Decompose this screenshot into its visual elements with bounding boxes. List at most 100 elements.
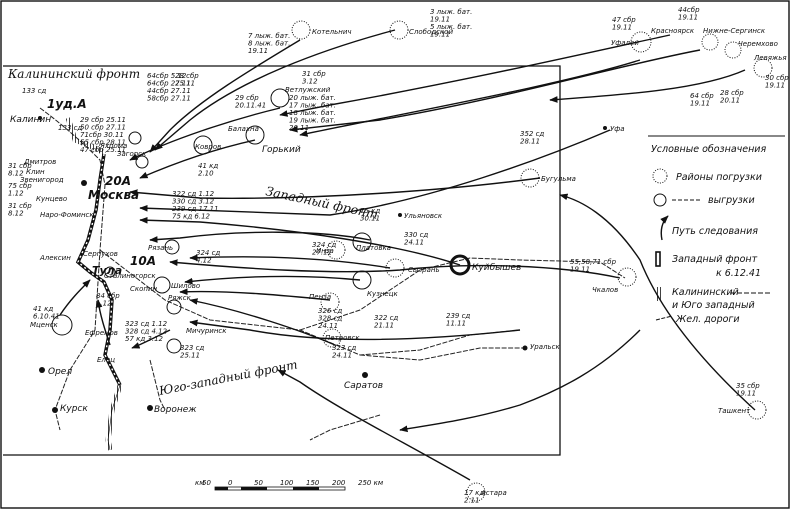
unit-label-kotelnich-2: 19.11 — [248, 47, 268, 55]
unit-label-top-group-1: 64сбр 27.11 — [147, 80, 191, 88]
unit-label-a1-list-3: 55 сбр 28.11 — [80, 139, 126, 147]
unit-label-slobodskoy-0: 3 лыж. бат. — [430, 8, 472, 16]
legend-item-western: Западный фронт — [672, 254, 758, 265]
unit-label-gorky-3: 19 лыж. бат. — [289, 117, 336, 125]
unit-label-efremov-d-0: 84 сбр — [96, 292, 120, 300]
army-label-1: 1уд.А — [47, 97, 87, 111]
unit-label-a10-list-0: 323 сд 1.12 — [125, 320, 168, 328]
city-efremov: Ефремов — [85, 329, 118, 337]
unit-label-top-group2-1: 25.11 — [175, 80, 195, 88]
unit-label-dmitrov-d-1: 8.12 — [8, 170, 24, 178]
city-kuntsevo: Кунцево — [36, 195, 67, 203]
unit-label-kalinin-d2-0: 133 сд — [58, 124, 82, 132]
unit-label-syzran-d-1: 24.11 — [404, 239, 424, 247]
city-kotelnich: Котельнич — [312, 28, 352, 36]
city-inza: Инза — [316, 247, 334, 255]
legend-item-kalinin: Калининский — [672, 287, 739, 298]
unit-label-petrovsk-d-0: 323 сд — [332, 344, 356, 352]
unit-label-kotelnich-0: 7 лыж. бат. — [248, 32, 290, 40]
city-ulyanovsk: Ульяновск — [404, 212, 443, 220]
unit-labels: 7 лыж. бат.8 лыж. бат.19.113 лыж. бат.19… — [8, 6, 789, 505]
city-petrovsk: Петровск — [325, 334, 360, 342]
unit-label-vetluzhsky-0: 31 сбр — [302, 70, 326, 78]
city-tashkent: Ташкент — [718, 407, 751, 415]
scale-tick-6: 250 км — [358, 479, 384, 487]
unit-label-a10-list-2: 57 кд 3.12 — [125, 335, 164, 343]
city-krasnoyarsk: Красноярск — [651, 27, 695, 35]
unit-label-inza-d-0: 324 сд — [312, 241, 336, 249]
city-skopin: Скопин — [130, 285, 158, 293]
unit-label-top-group-2: 44сбр 27.11 — [147, 87, 191, 95]
scale-tick-4: 150 — [306, 479, 320, 487]
army-label-20: 20А — [105, 174, 131, 188]
city-shilovo: Шилово — [171, 282, 200, 290]
unit-label-slobodskoy-1: 19.11 — [430, 16, 450, 24]
legend-item-rail: Жел. дороги — [675, 314, 740, 325]
city-nizhne: Нижне-Сергинск — [703, 27, 766, 35]
city-mtsensk: Мценск — [30, 321, 59, 329]
unit-label-levyazh-0: 30 сбр — [765, 74, 789, 82]
city-elets: Елец — [97, 356, 115, 364]
unit-label-vetluzhsky-1: 3.12 — [302, 78, 318, 86]
city-kalinin: Калинин — [10, 115, 51, 125]
unit-label-inza-d-1: 27.11 — [312, 249, 332, 257]
unit-label-tashkent-d-1: 19.11 — [736, 390, 756, 398]
city-labels: Калинин Москва Дмитров Клин Звенигород К… — [10, 27, 787, 497]
legend-item-date: к 6.12.41 — [716, 268, 761, 279]
unit-label-kuybyshev-d-0: 239 сд — [446, 312, 470, 320]
legend-kalinin-icon — [656, 287, 662, 301]
unit-label-top-group-3: 58сбр 27.11 — [147, 95, 191, 103]
city-ufa: Уфа — [610, 125, 625, 133]
unit-label-balakhna-1: 20.11.41 — [235, 102, 266, 110]
scale-tick-2: 50 — [254, 479, 263, 487]
front-label-southwestern: Юго-западный фронт — [157, 357, 299, 398]
city-kuznetsk: Кузнецк — [367, 290, 398, 298]
city-ryazhsk: Ряжск — [168, 294, 192, 302]
city-gorky: Горький — [262, 145, 301, 155]
city-michurinsk: Мичуринск — [186, 327, 227, 335]
city-astara: Астара — [480, 489, 507, 497]
unit-label-ryazan-d-1: 4.12 — [196, 257, 212, 265]
unit-label-krasnoyarsk-d-1: 19.11 — [690, 100, 710, 108]
unit-label-chkalov-d-0: 55,58,71 сбр — [570, 258, 617, 266]
scale-unit: км — [195, 479, 205, 487]
unit-label-a1-list-4: 47 сбр 25.11 — [80, 146, 126, 154]
scale-tick-1: 0 — [228, 479, 233, 487]
city-ufaley: Уфалей — [611, 39, 639, 47]
unit-label-naro-d-1: 8.12 — [8, 210, 24, 218]
city-zvenigorod: Звенигород — [20, 176, 64, 184]
unit-label-kuntsevo-d-1: 1.12 — [8, 190, 24, 198]
unit-label-gorky-4: 20.11 — [289, 124, 309, 132]
unit-label-ufaley-0: 47 сбр — [612, 16, 636, 24]
unit-label-top-group-0: 64сбр 5.12 — [147, 72, 187, 80]
city-moscow: Москва — [88, 188, 139, 202]
unit-label-a1-list-1: 50 сбр 27.11 — [80, 124, 126, 132]
unit-label-mtsensk-d-0: 41 кд — [33, 305, 53, 313]
unit-label-levyazh-1: 19.11 — [765, 82, 785, 90]
unit-label-kuznetsk-d-0: 322 сд — [374, 314, 398, 322]
city-levyazh: Левяжья — [753, 54, 787, 62]
city-naro: Наро-Фоминск — [40, 211, 94, 219]
unit-label-gorky-2: 18 лыж. бат. — [289, 109, 336, 117]
legend-item-sw: и Юго западный — [672, 300, 755, 311]
unit-label-kuntsevo-d-0: 75 сбр — [8, 182, 32, 190]
unit-label-buguruslan-d-1: 28.11 — [520, 138, 540, 146]
unit-label-astara-d-1: 2.11 — [464, 497, 480, 505]
legend-loading-icon — [652, 168, 668, 184]
unit-label-astara-d-0: 17 кд — [464, 489, 484, 497]
unit-label-penza-d-1: 328 сд — [318, 315, 342, 323]
city-balakhna: Балахна — [228, 125, 259, 133]
legend-western-icon — [655, 251, 661, 267]
unit-label-slobodskoy-3: 19.11 — [430, 31, 450, 39]
legend-item-unloading: выгрузки — [708, 195, 755, 206]
scale-tick-5: 200 — [332, 479, 346, 487]
unit-label-michurinsk-d-1: 25.11 — [180, 352, 200, 360]
unit-label-a20-list-2: 239 сд 17.11 — [172, 205, 219, 213]
unit-label-platovka-d-1: 30.11 — [360, 215, 380, 223]
unit-label-kuznetsk-d-1: 21.11 — [374, 322, 394, 330]
legend-unloading-icon — [653, 193, 667, 207]
